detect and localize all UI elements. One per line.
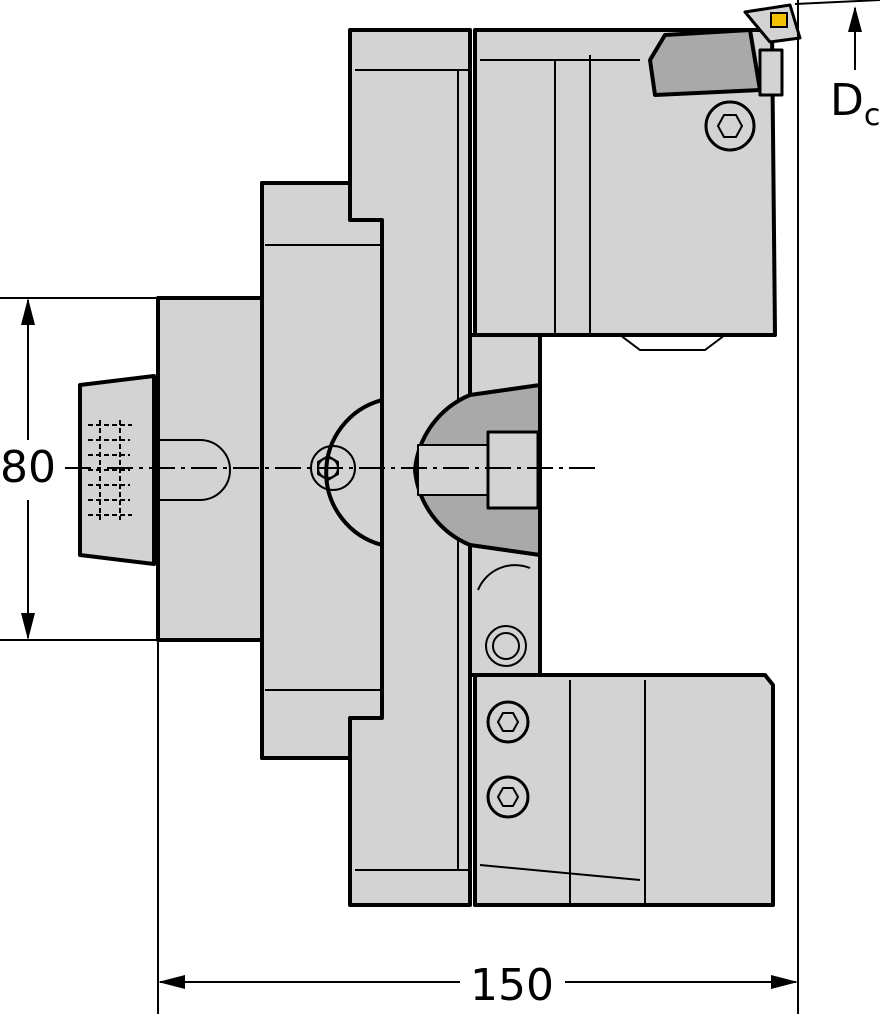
coupling-shank [78,296,264,642]
height-dimension-label: 80 [0,442,56,493]
upper-cartridge [473,0,881,351]
dc-label: Dc [830,75,880,133]
dc-label-sub: c [864,98,881,133]
dc-marker [848,6,862,70]
insert [770,12,788,28]
center-boss [310,398,384,547]
width-dimension-label: 150 [470,960,554,1011]
dc-label-main: D [830,75,864,126]
dimension-height [0,297,158,641]
dimension-width [157,0,799,1014]
clamp-block [413,333,542,677]
lower-cartridge [473,673,775,907]
